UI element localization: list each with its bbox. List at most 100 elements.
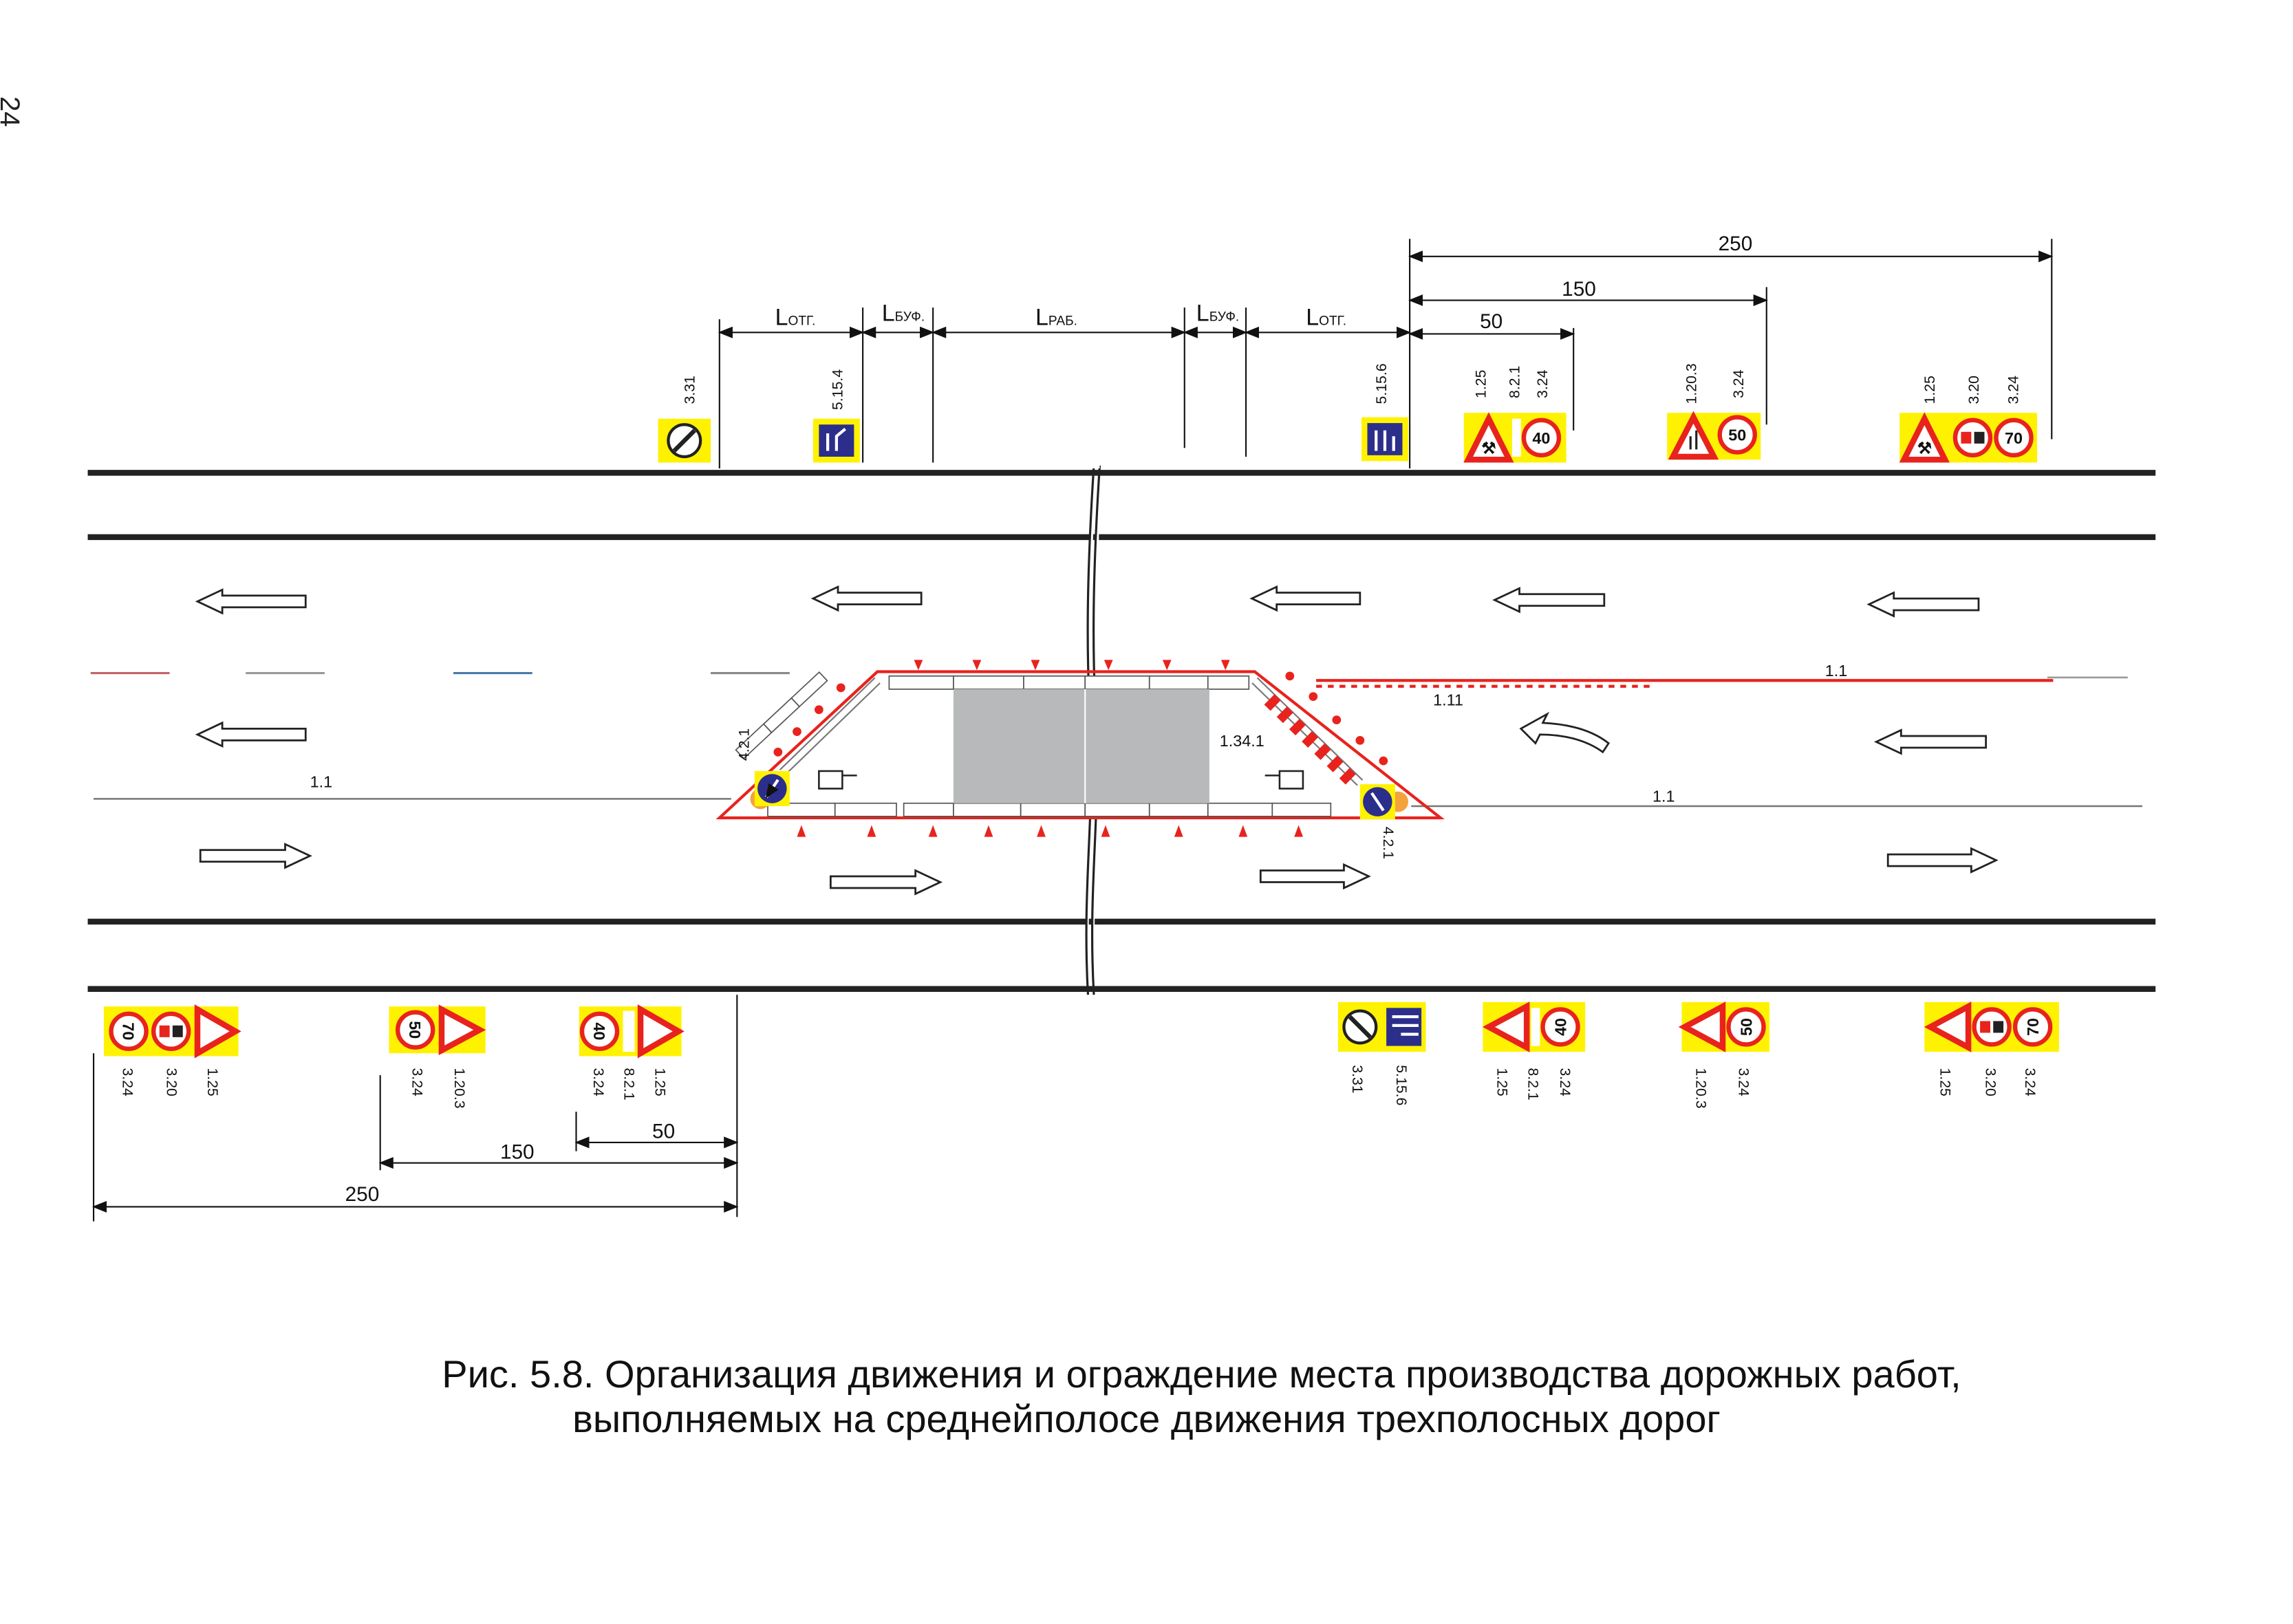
svg-text:3.24: 3.24 <box>590 1068 607 1096</box>
svg-text:3.24: 3.24 <box>2005 376 2021 404</box>
bottom-distance-50: 50 <box>652 1120 675 1143</box>
bottom-distance-150: 150 <box>500 1140 535 1163</box>
cone-marker <box>1238 825 1248 837</box>
svg-text:8.2.1: 8.2.1 <box>1507 366 1523 398</box>
arrow-right <box>1886 847 1999 874</box>
cone-marker <box>1104 660 1113 671</box>
cone-marker <box>1037 825 1046 837</box>
direction-arrows <box>195 585 1999 896</box>
svg-text:1.25: 1.25 <box>652 1068 668 1096</box>
cone-marker <box>1309 692 1318 701</box>
arrow-left <box>810 585 923 612</box>
cone-marker <box>1332 715 1342 724</box>
svg-text:1.25: 1.25 <box>1937 1068 1954 1096</box>
sign-5-15-6-bottom <box>1381 1002 1426 1052</box>
arrow-left <box>1249 585 1361 612</box>
svg-text:40: 40 <box>1552 1018 1570 1036</box>
label-4-2-1-right: 4.2.1 <box>1380 827 1397 859</box>
figure-caption-line-1: Рис. 5.8. Организация движения и огражде… <box>442 1352 1961 1396</box>
top-distance-250: 250 <box>1719 232 1753 255</box>
cone-marker <box>773 747 783 757</box>
svg-text:5.15.4: 5.15.4 <box>829 369 846 410</box>
svg-text:1.25: 1.25 <box>1921 376 1938 404</box>
sign-group-50-top: ⚒ 40 <box>1463 412 1567 463</box>
sign-group-150-bottom-right: 50 <box>1678 1002 1770 1052</box>
dimension-lines-bottom <box>91 995 739 1222</box>
cone-marker <box>1294 825 1303 837</box>
cone-marker <box>972 660 982 671</box>
svg-text:3.31: 3.31 <box>682 376 698 404</box>
cone-marker <box>984 825 993 837</box>
svg-text:1.20.3: 1.20.3 <box>451 1068 468 1108</box>
marking-label-1-1-right-lower: 1.1 <box>1653 788 1675 805</box>
svg-text:70: 70 <box>120 1022 138 1040</box>
fence-diagonal-left <box>735 671 828 759</box>
cone-marker <box>1355 735 1365 745</box>
bottom-signs: 70 50 40 <box>103 1002 2059 1059</box>
arrow-left <box>195 588 307 615</box>
speed-limit-50: 50 <box>1728 426 1746 444</box>
label-l-otg-right: LОТГ. <box>1306 305 1346 331</box>
sign-group-150-top: 50 <box>1667 411 1761 460</box>
svg-text:3.20: 3.20 <box>163 1068 180 1096</box>
cone-marker <box>867 825 876 837</box>
svg-text:3.24: 3.24 <box>1730 369 1747 398</box>
label-l-buf-left: LБУФ. <box>882 300 925 326</box>
svg-text:3.20: 3.20 <box>1966 376 1982 404</box>
svg-text:8.2.1: 8.2.1 <box>1525 1068 1541 1100</box>
barrier-outline <box>715 670 1445 820</box>
red-cones <box>773 660 1388 837</box>
sign-4-2-1-left <box>754 770 790 806</box>
top-signs: ⚒ 40 50 ⚒ 70 <box>658 411 2038 463</box>
label-l-buf-right: LБУФ. <box>1196 300 1239 326</box>
cone-marker <box>797 825 806 837</box>
sign-group-250-bottom-right: 70 <box>1924 1002 2059 1052</box>
cone-marker <box>1285 671 1295 681</box>
fence-top <box>888 675 1250 690</box>
dimension-lines-top <box>718 239 2054 468</box>
svg-text:3.31: 3.31 <box>1349 1065 1366 1093</box>
svg-text:1.20.3: 1.20.3 <box>1693 1068 1710 1108</box>
arrow-right <box>1259 863 1371 890</box>
svg-text:3.24: 3.24 <box>1534 369 1551 398</box>
arrow-left <box>1873 728 1987 755</box>
arrow-left <box>1866 591 1980 618</box>
fence-bottom <box>767 802 1332 817</box>
arrow-curved-left <box>1519 711 1611 754</box>
sign-group-50-bottom-right: 40 <box>1482 1002 1586 1052</box>
labels: LОТГ. LБУФ. LРАБ. LБУФ. LОТГ. 250 150 50… <box>120 232 2038 1206</box>
svg-text:⚒: ⚒ <box>1917 440 1932 457</box>
speed-limit-40: 40 <box>1532 429 1550 447</box>
svg-text:1.20.3: 1.20.3 <box>1683 363 1700 404</box>
top-distance-150: 150 <box>1562 278 1596 301</box>
svg-text:70: 70 <box>2024 1018 2042 1036</box>
svg-text:1.25: 1.25 <box>204 1068 221 1096</box>
arrow-right <box>199 843 312 869</box>
cone-marker <box>1379 756 1388 766</box>
cone-marker <box>1101 825 1110 837</box>
cone-marker <box>1031 660 1040 671</box>
cone-marker <box>1220 660 1230 671</box>
work-zone <box>715 660 1445 837</box>
cone-marker <box>814 705 823 715</box>
top-distance-50: 50 <box>1480 310 1503 333</box>
marking-label-1-1-left: 1.1 <box>310 772 333 790</box>
svg-text:50: 50 <box>406 1021 424 1039</box>
svg-text:50: 50 <box>1738 1018 1756 1036</box>
label-l-rab: LРАБ. <box>1035 305 1077 331</box>
working-area <box>953 689 1209 803</box>
svg-text:1.25: 1.25 <box>1494 1068 1511 1096</box>
svg-text:5.15.6: 5.15.6 <box>1373 363 1390 404</box>
sign-group-50-bottom-left: 40 <box>579 1004 685 1059</box>
cart-icon-right <box>1264 770 1304 790</box>
svg-text:⚒: ⚒ <box>1481 440 1496 457</box>
label-l-otg-left: LОТГ. <box>775 305 816 331</box>
svg-text:40: 40 <box>590 1022 608 1040</box>
arrow-right <box>829 869 943 896</box>
cone-marker <box>1174 825 1183 837</box>
cone-marker <box>1162 660 1172 671</box>
cart-icon-left <box>818 770 857 790</box>
sign-group-250-bottom-left: 70 <box>103 1004 241 1059</box>
marking-label-1-34-1: 1.34.1 <box>1220 732 1264 750</box>
